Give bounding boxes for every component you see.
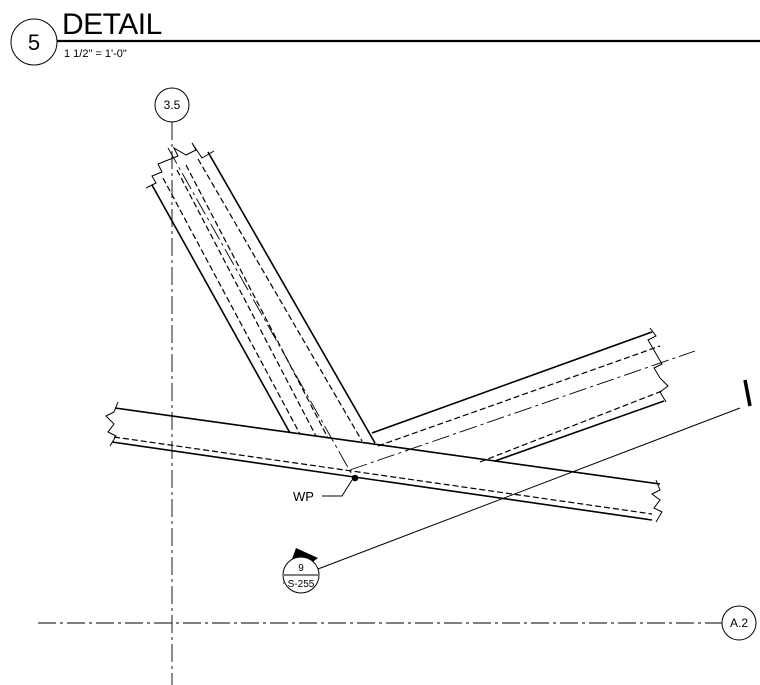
- right-beam: [349, 327, 696, 471]
- main-beam-edge-bottom: [111, 441, 653, 521]
- grid-line-a-2: A.2: [38, 605, 757, 641]
- main-beam-hidden: [113, 436, 653, 515]
- brace-break-line-1: [145, 159, 169, 189]
- brace-hidden-2: [176, 169, 317, 437]
- diagonal-brace: [145, 142, 376, 481]
- right-beam-hidden-2: [479, 390, 663, 463]
- brace-centerline: [167, 147, 356, 481]
- grid-label-3-5: 3.5: [164, 98, 181, 112]
- brace-hidden-3: [185, 164, 329, 439]
- main-beam-break-right: [651, 479, 663, 523]
- brace-edge-left: [151, 184, 291, 434]
- section-sheet-number: S-255: [288, 579, 315, 590]
- brace-hidden-4: [197, 158, 363, 442]
- main-beam-break-left: [105, 401, 119, 447]
- work-point-marker: [351, 474, 359, 482]
- section-detail-number: 9: [298, 563, 304, 574]
- grid-bubble-3-5: [154, 87, 190, 123]
- brace-hidden-1: [162, 177, 301, 435]
- right-beam-centerline: [349, 350, 696, 471]
- detail-scale: 1 1/2" = 1'-0": [64, 48, 127, 60]
- detail-number: 5: [28, 30, 40, 55]
- work-point: WP: [293, 474, 359, 504]
- main-beam-edge-top: [114, 407, 661, 485]
- grid-bubble-a-2: [721, 605, 757, 641]
- work-point-label: WP: [293, 489, 314, 504]
- right-beam-edge-top: [371, 331, 653, 434]
- title-block: 5 DETAIL 1 1/2" = 1'-0": [10, 8, 760, 66]
- section-cut-end-mark: [743, 379, 752, 407]
- work-point-leader: [322, 479, 353, 497]
- right-beam-break-line: [647, 327, 669, 403]
- main-beam: [105, 401, 663, 523]
- section-cut: 9 S-255: [282, 379, 752, 594]
- detail-title: DETAIL: [62, 8, 162, 41]
- right-beam-edge-bottom: [494, 400, 665, 462]
- brace-edge-right: [207, 151, 376, 444]
- grid-line-3-5: 3.5: [154, 87, 190, 685]
- section-cut-line: [317, 407, 741, 570]
- brace-break-line-2: [167, 142, 215, 161]
- grid-label-a-2: A.2: [730, 616, 748, 630]
- right-beam-hidden-1: [377, 345, 661, 447]
